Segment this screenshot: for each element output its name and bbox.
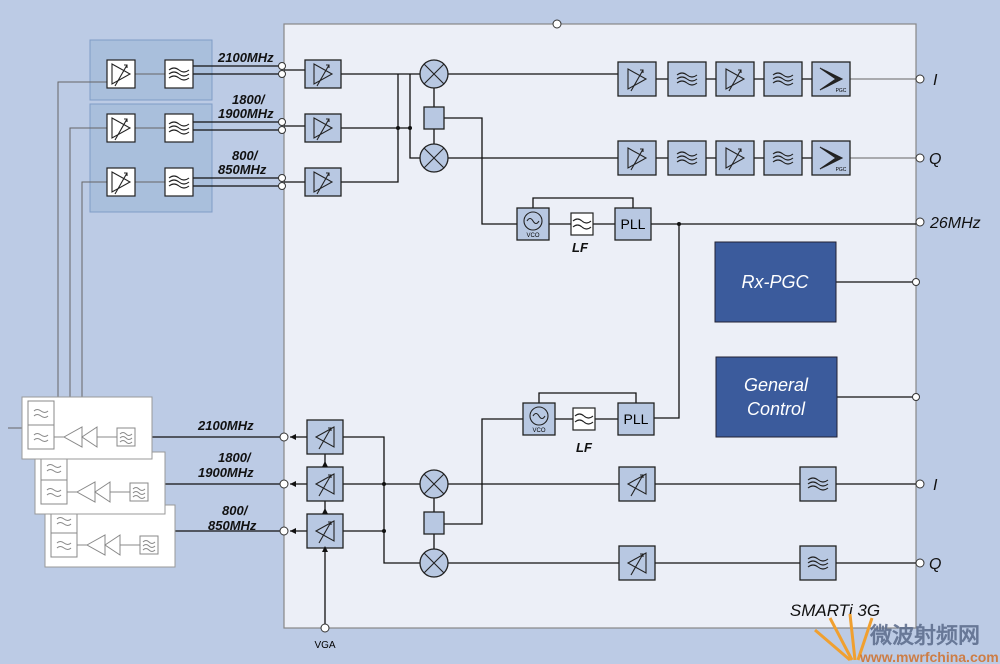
rx-q-amp-1-icon — [617, 140, 657, 176]
vga-pin-label: VGA — [314, 640, 335, 651]
rx-i-pin-label: I — [933, 72, 938, 89]
rx-frontend-lna-icon — [106, 167, 136, 197]
rx-frontend-filter-icon — [164, 113, 194, 143]
rx-frontend-lna-icon — [106, 59, 136, 89]
rx-input-wires — [152, 65, 916, 624]
tx-mixer-q-icon — [419, 548, 449, 578]
rx-loop-filter-icon — [570, 212, 594, 236]
rx-lna-icon — [304, 167, 342, 197]
rx-pgc-label: Rx-PGC — [742, 272, 810, 292]
tx-i-amp-icon — [618, 466, 656, 502]
general-control-label-2: Control — [747, 399, 806, 419]
rx-phase-splitter-icon — [423, 106, 445, 130]
tx-band-850-label: 850MHz — [208, 518, 257, 533]
rx-mixer-i-icon — [419, 59, 449, 89]
rx-lna-icon — [304, 59, 342, 89]
tx-output-pins — [279, 432, 289, 536]
tx-vga-icon — [306, 466, 344, 502]
tx-mixer-i-icon — [419, 469, 449, 499]
rx-i-pgc-icon: PGC — [811, 61, 851, 97]
tx-vga-icon — [306, 419, 344, 455]
rx-frontend-filter-icon — [164, 59, 194, 89]
tx-q-filter-icon — [799, 545, 837, 581]
rx-frontend-filter-icon — [164, 167, 194, 197]
rx-mixer-q-icon — [419, 143, 449, 173]
right-pins — [912, 74, 925, 568]
tx-module-1800 — [34, 451, 166, 515]
tx-vco-icon — [522, 402, 556, 436]
rx-pll-block — [614, 207, 652, 241]
rx-vco-icon — [516, 207, 550, 241]
rx-band-850-label: 850MHz — [218, 162, 267, 177]
rx-band-800-label: 800/ — [232, 148, 259, 163]
vga-pin — [320, 623, 330, 633]
svg-text:PGC: PGC — [836, 167, 847, 173]
tx-loop-filter-icon — [572, 407, 596, 431]
rx-input-pins — [278, 62, 286, 190]
tx-q-amp-icon — [618, 545, 656, 581]
tx-module-800 — [44, 504, 176, 568]
svg-text:www.mwrfchina.com: www.mwrfchina.com — [859, 649, 999, 664]
rx-pgc-block — [714, 241, 837, 323]
chip-outline — [283, 23, 917, 629]
watermark-logo: 微波射频网 www.mwrfchina.com — [814, 613, 999, 664]
antenna-feed-lines — [8, 73, 165, 429]
rx-lna-icon — [304, 113, 342, 143]
rx-band-1800-label: 1800/ — [232, 92, 266, 107]
tx-band-2100-label: 2100MHz — [197, 418, 254, 433]
tx-q-pin-label: Q — [929, 556, 941, 573]
rx-lf-label: LF — [572, 240, 589, 255]
tx-pll-block — [617, 402, 655, 436]
rx-q-pgc-icon: PGC — [811, 140, 851, 176]
rx-pll-label: PLL — [621, 216, 646, 232]
tx-band-1800-label: 1800/ — [218, 450, 252, 465]
output-wires — [850, 78, 916, 159]
rx-q-pin-label: Q — [929, 151, 941, 168]
rx-q-filter-1-icon — [667, 140, 707, 176]
tx-vga-icon — [306, 513, 344, 549]
rx-i-amp-2-icon — [715, 61, 755, 97]
tx-i-pin-label: I — [933, 477, 938, 494]
tx-vco-label: VCO — [532, 428, 545, 434]
svg-text:微波射频网: 微波射频网 — [869, 623, 980, 648]
tx-frontend-modules — [21, 396, 176, 568]
rx-i-filter-2-icon — [763, 61, 803, 97]
tx-phase-splitter-icon — [423, 511, 445, 535]
rx-i-amp-1-icon — [617, 61, 657, 97]
tx-pll-label: PLL — [624, 411, 649, 427]
rx-q-amp-2-icon — [715, 140, 755, 176]
rx-frontend-lna-icon — [106, 113, 136, 143]
svg-text:PGC: PGC — [836, 88, 847, 94]
general-control-label-1: General — [744, 375, 809, 395]
rx-band-2100-label: 2100MHz — [217, 50, 274, 65]
rx-i-filter-1-icon — [667, 61, 707, 97]
tx-band-1900-label: 1900MHz — [198, 465, 254, 480]
top-pin — [552, 19, 562, 29]
tx-module-2100 — [21, 396, 153, 460]
general-control-block — [715, 356, 838, 438]
rx-q-filter-2-icon — [763, 140, 803, 176]
chip-name: SMARTi 3G — [790, 601, 880, 620]
tx-i-filter-icon — [799, 466, 837, 502]
tx-lf-label: LF — [576, 440, 593, 455]
rx-vco-label: VCO — [526, 233, 539, 239]
ref-clock-pin-label: 26MHz — [929, 215, 981, 232]
tx-band-800-label: 800/ — [222, 503, 249, 518]
rx-band-1900-label: 1900MHz — [218, 106, 274, 121]
